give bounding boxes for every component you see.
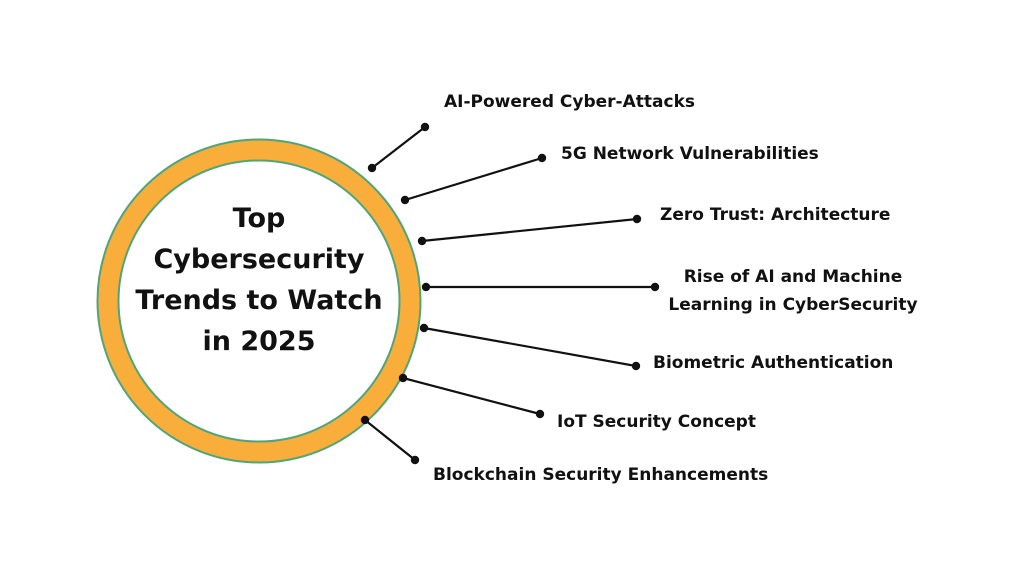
connector-dot [417, 236, 427, 246]
connector-dot [632, 214, 642, 224]
connector-dot [421, 282, 431, 292]
connector-dot [650, 282, 660, 292]
trend-label: Rise of AI and Machine Learning in Cyber… [668, 263, 918, 319]
trend-label: Blockchain Security Enhancements [433, 465, 769, 485]
trend-label: IoT Security Concept [557, 412, 756, 432]
ring-outer-border [96, 138, 422, 464]
connector-line [371, 126, 426, 169]
connector-line [404, 156, 543, 202]
outer-ring [97, 139, 421, 463]
connector-dot [400, 195, 410, 205]
diagram-title: Top Cybersecurity Trends to Watch in 202… [109, 198, 409, 362]
trend-label: 5G Network Vulnerabilities [561, 144, 819, 164]
connector-line [423, 326, 637, 368]
connector-line [421, 217, 638, 243]
title-line: Top [232, 203, 286, 234]
trend-label: AI-Powered Cyber-Attacks [444, 92, 695, 112]
title-line: in 2025 [202, 326, 316, 357]
trend-label: Zero Trust: Architecture [660, 205, 891, 225]
connector-dot [360, 415, 370, 425]
connector-dot [631, 361, 641, 371]
trend-label-line: Learning in CyberSecurity [668, 295, 918, 315]
connector-dot [367, 163, 377, 173]
trend-label-line: Rise of AI and Machine [683, 267, 903, 287]
connector-dot [419, 323, 429, 333]
connector-line [402, 376, 541, 416]
title-line: Trends to Watch [135, 285, 383, 316]
connector-dot [535, 409, 545, 419]
connector-dot [410, 455, 420, 465]
trend-label: Biometric Authentication [653, 353, 894, 373]
connector-dot [537, 153, 547, 163]
connector-dot [398, 373, 408, 383]
connector-line [364, 419, 416, 461]
title-line: Cybersecurity [153, 244, 365, 275]
ring-inner-border [117, 159, 401, 443]
connector-dot [420, 122, 430, 132]
